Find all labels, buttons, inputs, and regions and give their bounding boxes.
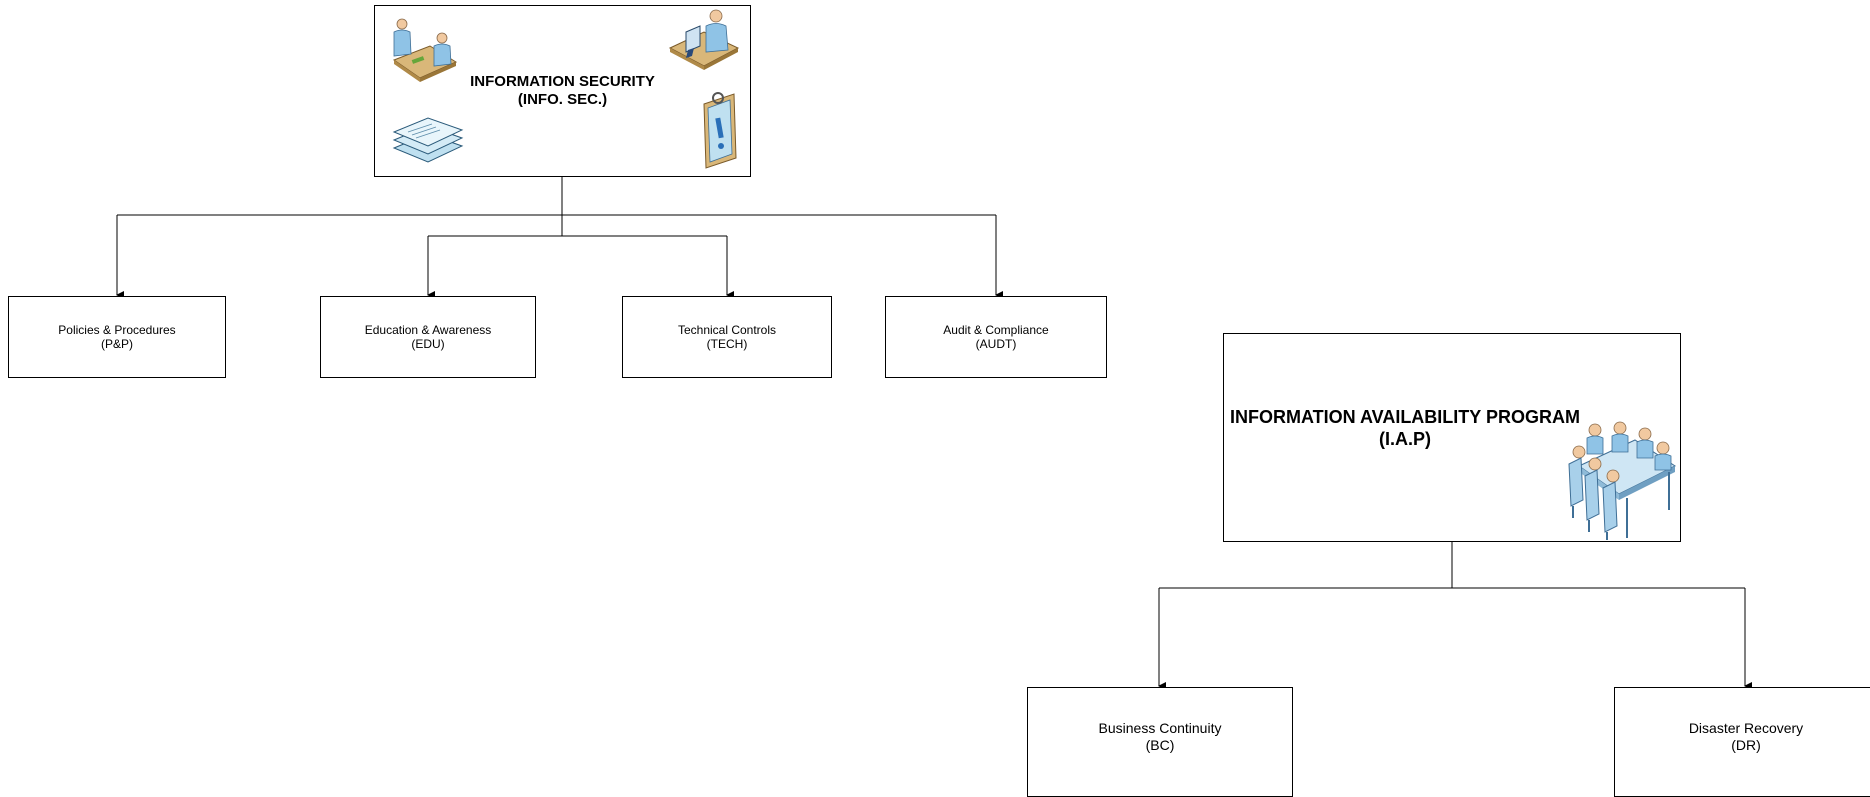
- node-label: Policies & Procedures: [58, 323, 176, 337]
- node-label: Education & Awareness: [364, 323, 492, 337]
- node-abbr: (DR): [1731, 737, 1761, 753]
- node-abbr: (TECH): [706, 337, 748, 351]
- node-abbr: (BC): [1145, 737, 1175, 753]
- meeting-desk-icon: [392, 18, 458, 82]
- node-label: Technical Controls: [677, 323, 777, 337]
- node-business-continuity: Business Continuity (BC): [1027, 687, 1293, 797]
- node-policies-procedures: Policies & Procedures (P&P): [8, 296, 226, 378]
- infosec-abbr: (INFO. SEC.): [517, 91, 608, 108]
- node-abbr: (P&P): [100, 337, 133, 351]
- clipboard-alert-icon: [703, 92, 737, 169]
- node-disaster-recovery: Disaster Recovery (DR): [1614, 687, 1870, 797]
- node-label: Disaster Recovery: [1688, 720, 1804, 736]
- computer-user-icon: [668, 9, 740, 70]
- node-abbr: (EDU): [411, 337, 445, 351]
- node-education-awareness: Education & Awareness (EDU): [320, 296, 536, 378]
- node-label: Audit & Compliance: [943, 323, 1049, 337]
- documents-stack-icon: [392, 117, 464, 163]
- node-technical-controls: Technical Controls (TECH): [622, 296, 832, 378]
- node-audit-compliance: Audit & Compliance (AUDT): [885, 296, 1107, 378]
- infosec-title: INFORMATION SECURITY: [470, 73, 655, 90]
- node-abbr: (AUDT): [975, 337, 1017, 351]
- iap-abbr: (I.A.P): [1379, 429, 1431, 449]
- conference-table-icon: [1568, 421, 1677, 540]
- iap-title: INFORMATION AVAILABILITY PROGRAM: [1230, 407, 1580, 427]
- node-label: Business Continuity: [1098, 720, 1222, 736]
